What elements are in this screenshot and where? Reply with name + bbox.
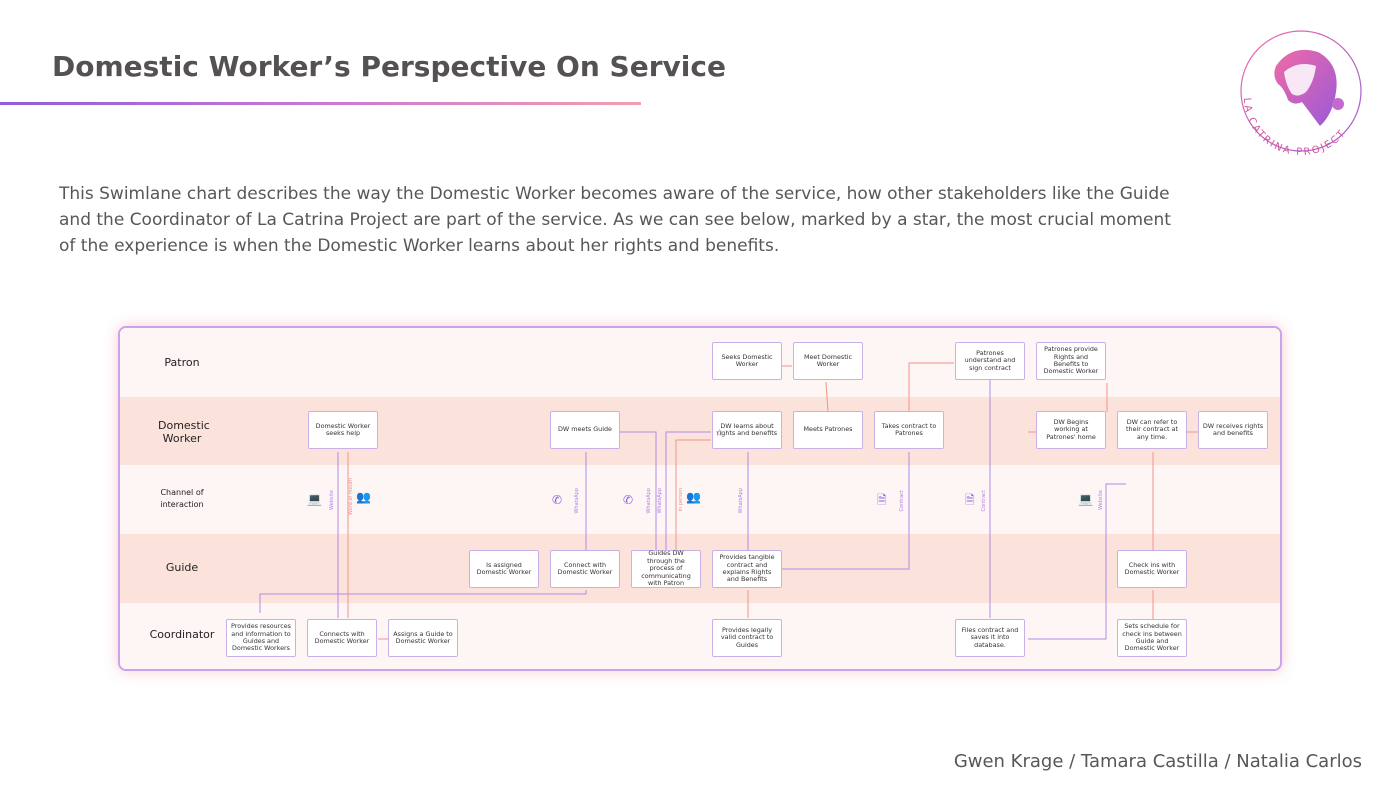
card-guide-guides-dw: Guides DW through the process of communi…	[631, 550, 701, 588]
card-dw-begins-working: DW Begins working at Patrones' home	[1036, 411, 1106, 449]
card-meets-patrones: Meets Patrones	[793, 411, 863, 449]
page-title: Domestic Worker’s Perspective On Service	[52, 50, 726, 83]
card-patrones-provide-rights: Patrones provide Rights and Benefits to …	[1036, 342, 1106, 380]
card-coord-assigns: Assigns a Guide to Domestic Worker	[388, 619, 458, 657]
card-coord-schedule: Sets schedule for check ins between Guid…	[1117, 619, 1187, 657]
people-icon: 👥	[686, 490, 701, 504]
card-meet-domestic-worker: Meet Domestic Worker	[793, 342, 863, 380]
swimlane-diagram: Patron Domestic Worker Channel of intera…	[118, 326, 1282, 671]
channel-label-in-person: In person	[678, 488, 684, 512]
channel-label-whatsapp: WhatsApp	[646, 488, 652, 514]
card-guide-provides-contract: Provides tangible contract and explains …	[712, 550, 782, 588]
document-icon: 🗎	[965, 493, 975, 507]
people-icon: 👥	[356, 490, 371, 504]
whatsapp-icon: ✆	[552, 493, 563, 507]
card-coord-files-contract: Files contract and saves it into databas…	[955, 619, 1025, 657]
channel-label-website: Website	[1098, 490, 1104, 510]
channel-label-whatsapp: WhatsApp	[738, 488, 744, 514]
whatsapp-icon: ✆	[623, 493, 634, 507]
lane-channel: Channel of interaction	[120, 465, 1280, 535]
intro-paragraph: This Swimlane chart describes the way th…	[59, 184, 1171, 256]
card-takes-contract: Takes contract to Patrones	[874, 411, 944, 449]
card-dw-meets-guide: DW meets Guide	[550, 411, 620, 449]
card-guide-connect: Connect with Domestic Worker	[550, 550, 620, 588]
card-guide-assigned: Is assigned Domestic Worker	[469, 550, 539, 588]
channel-label-word-of-mouth: Word of mouth	[348, 478, 354, 516]
channel-label-whatsapp: WhatsApp	[657, 488, 663, 514]
channel-label-website: Website	[329, 490, 335, 510]
card-coord-connects: Connects with Domestic Worker	[307, 619, 377, 657]
card-dw-refer-contract: DW can refer to their contract at any ti…	[1117, 411, 1187, 449]
card-seeks-domestic-worker: Seeks Domestic Worker	[712, 342, 782, 380]
credits: Gwen Krage / Tamara Castilla / Natalia C…	[953, 751, 1362, 772]
title-underline	[0, 102, 641, 105]
lane-label-channel: Channel of interaction	[160, 488, 204, 509]
connector-lines	[259, 362, 1198, 640]
channel-label-whatsapp: WhatsApp	[574, 488, 580, 514]
document-icon: 🗎	[877, 493, 887, 507]
lane-label-guide: Guide	[165, 561, 199, 574]
channel-label-contract: Contract	[899, 490, 905, 512]
lane-label-domestic-worker: Domestic Worker	[158, 419, 210, 445]
card-dw-seeks-help: Domestic Worker seeks help	[308, 411, 378, 449]
lane-label-patron: Patron	[164, 356, 200, 369]
card-dw-receives-rights: DW receives rights and benefits	[1198, 411, 1268, 449]
channel-label-contract: Contract	[981, 490, 987, 512]
laptop-icon: 💻	[307, 492, 322, 506]
la-catrina-logo: LA CATRINA PROJECT	[1240, 30, 1362, 158]
card-coord-legal-contract: Provides legally valid contract to Guide…	[712, 619, 782, 657]
card-guide-checkins: Check ins with Domestic Worker	[1117, 550, 1187, 588]
lane-label-coordinator: Coordinator	[149, 628, 215, 641]
star-icon: ☆	[715, 428, 724, 439]
card-dw-learns-rights: DW learns about rights and benefits	[712, 411, 782, 449]
laptop-icon: 💻	[1078, 492, 1093, 506]
card-coord-resources: Provides resources and information to Gu…	[226, 619, 296, 657]
card-patrones-sign-contract: Patrones understand and sign contract	[955, 342, 1025, 380]
